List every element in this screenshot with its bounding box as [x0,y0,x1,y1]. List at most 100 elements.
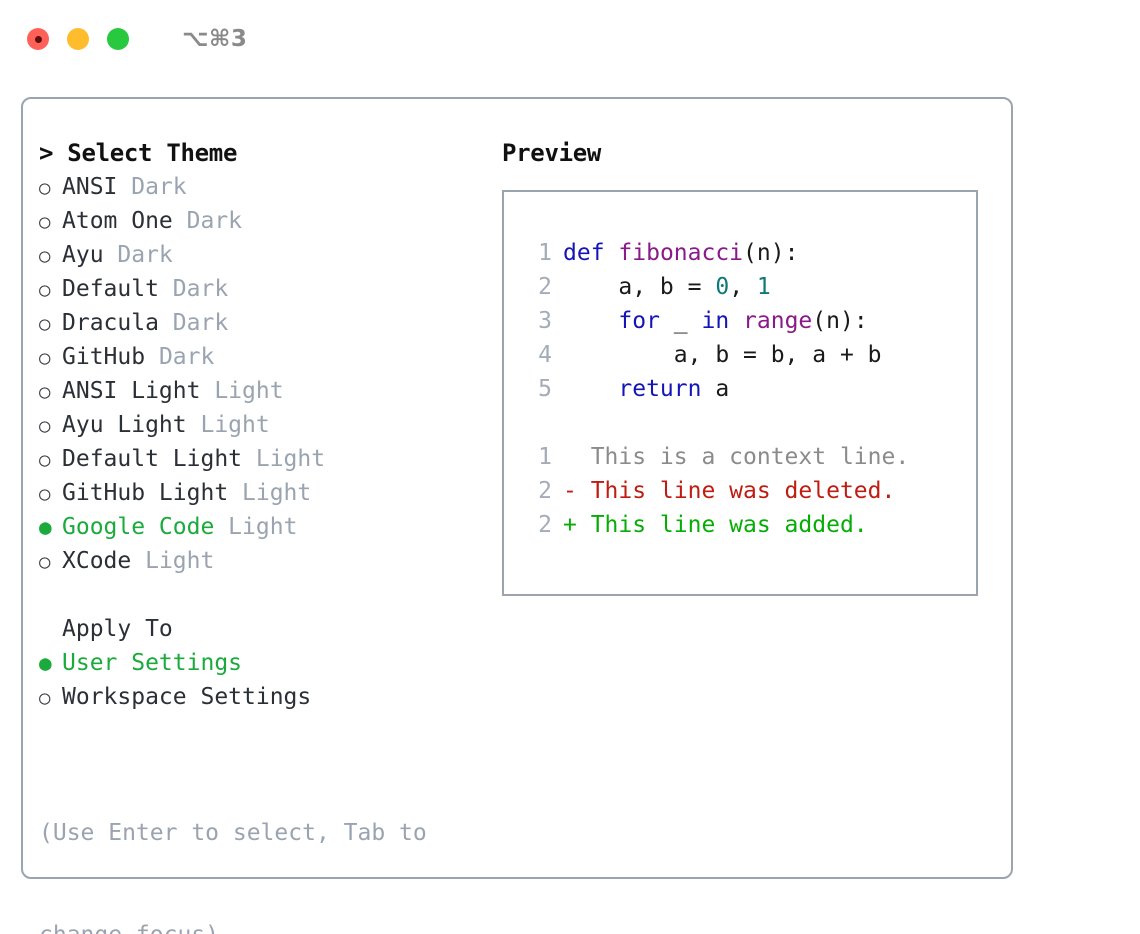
minimize-window-button[interactable] [67,28,89,50]
theme-option-label: ANSI Light [62,378,201,404]
theme-option-google-code[interactable]: ●Google Code Light [39,510,479,544]
theme-option-variant: Light [186,412,270,438]
code-line: 2 a, b = 0, 1 [522,270,976,304]
theme-option-label: XCode [62,548,132,574]
theme-option-ayu[interactable]: ○Ayu Dark [39,238,479,272]
theme-option-ayu-light[interactable]: ○ Ayu Light Light [39,408,479,442]
apply-to-option-label: Workspace Settings [62,684,312,710]
code-line-text: a, b = 0, 1 [563,270,771,304]
code-line: 4 a, b = b, a + b [522,338,976,372]
token-plain: a, b = b, a + b [563,342,882,368]
token-num: 1 [756,274,771,300]
radio-unselected-icon[interactable]: ○ [39,347,51,369]
code-line: 1 def fibonacci(n): [522,236,976,270]
line-number: 1 [538,240,552,266]
list-spacer [39,578,479,612]
token-fn: range [743,308,813,334]
token-fn: fibonacci [618,240,744,266]
keyboard-hint-line2: change focus) [39,918,479,934]
radio-unselected-icon[interactable]: ○ [39,211,51,233]
radio-unselected-icon[interactable]: ○ [39,687,51,709]
token-kw: for [618,308,660,334]
preview-header: Preview [502,139,602,167]
radio-unselected-icon[interactable]: ○ [39,415,51,437]
code-line: 3 for _ in range(n): [522,304,976,338]
theme-option-variant: Dark [158,310,229,336]
apply-to-list: ●User Settings ○ Workspace Settings [39,646,479,714]
theme-option-default-light[interactable]: ○Default Light Light [39,442,479,476]
apply-to-option-workspace-settings[interactable]: ○ Workspace Settings [39,680,479,714]
diff-line: 2+ This line was added. [522,508,976,542]
token-plain: (n): [812,308,868,334]
diff-line-text: + This line was added. [563,508,868,542]
keyboard-shortcut-label: ⌥⌘3 [182,26,248,52]
title-bar: ⌥⌘3 [0,0,1140,78]
line-number: 1 [538,444,552,470]
theme-picker-column: > Select Theme ○ANSI Dark○Atom One Dark○… [39,136,479,934]
code-line: 5 return a [522,372,976,406]
theme-option-variant: Light [228,480,312,506]
radio-unselected-icon[interactable]: ○ [39,381,51,403]
theme-option-variant: Light [200,378,284,404]
token-plain [563,376,618,402]
maximize-window-button[interactable] [107,28,129,50]
diff-line: 1 This is a context line. [522,440,976,474]
token-plain: a, b = [563,274,716,300]
token-plain: a [701,376,730,402]
code-line-text: for _ in range(n): [563,304,868,338]
theme-option-github[interactable]: ○GitHub Dark [39,340,479,374]
radio-unselected-icon[interactable]: ○ [39,449,51,471]
radio-unselected-icon[interactable]: ○ [39,245,51,267]
theme-option-variant: Dark [103,242,173,268]
select-theme-header: > Select Theme [39,139,238,167]
theme-option-variant: Dark [145,344,215,370]
theme-option-github-light[interactable]: ○GitHub Light Light [39,476,479,510]
theme-list: ○ANSI Dark○Atom One Dark○Ayu Dark○Defaul… [39,170,479,578]
token-plain: , [729,274,757,300]
diff-line-text: This is a context line. [563,440,910,474]
code-line-text: return a [563,372,729,406]
line-number: 2 [538,274,552,300]
theme-option-variant: Dark [158,276,229,302]
line-number: 2 [538,478,552,504]
token-kw: def [563,240,605,266]
close-window-button[interactable] [27,28,49,50]
line-number: 3 [538,308,552,334]
theme-option-default[interactable]: ○ Default Dark [39,272,479,306]
code-line-text: a, b = b, a + b [563,338,882,372]
radio-unselected-icon[interactable]: ○ [39,279,51,301]
theme-option-variant: Dark [172,208,243,234]
token-plain [605,240,619,266]
theme-option-label: ANSI [62,174,118,200]
radio-unselected-icon[interactable]: ○ [39,551,51,573]
token-ctx: This is a context line. [563,444,910,470]
theme-option-variant: Light [242,446,326,472]
theme-option-xcode[interactable]: ○XCode Light [39,544,479,578]
theme-option-atom-one[interactable]: ○Atom One Dark [39,204,479,238]
apply-to-option-user-settings[interactable]: ●User Settings [39,646,479,680]
radio-unselected-icon[interactable]: ○ [39,177,51,199]
diff-line-text: - This line was deleted. [563,474,895,508]
token-num: 0 [715,274,730,300]
traffic-light-group [27,28,129,50]
token-plain: _ [659,308,702,334]
theme-option-label: Default [62,276,159,302]
radio-unselected-icon[interactable]: ○ [39,313,51,335]
code-diff-gap [522,406,976,440]
theme-option-label: Ayu Light [62,412,187,438]
keyboard-hint-line1: (Use Enter to select, Tab to [39,820,427,846]
radio-selected-icon[interactable]: ● [39,515,52,539]
theme-option-label: Dracula [62,310,159,336]
theme-option-ansi-light[interactable]: ○ ANSI Light Light [39,374,479,408]
theme-option-dracula[interactable]: ○ Dracula Dark [39,306,479,340]
token-del: - This line was deleted. [563,478,896,504]
theme-option-ansi[interactable]: ○ANSI Dark [39,170,479,204]
radio-unselected-icon[interactable]: ○ [39,483,51,505]
token-plain: (n): [743,240,799,266]
token-plain [729,308,743,334]
radio-selected-icon[interactable]: ● [39,651,52,675]
